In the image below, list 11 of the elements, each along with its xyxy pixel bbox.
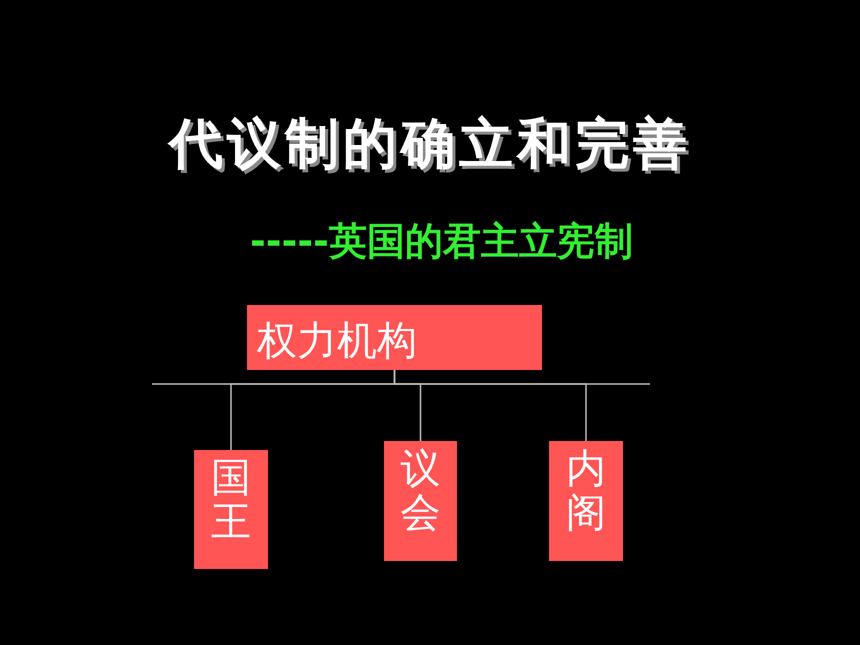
connector-line bbox=[394, 370, 587, 441]
box-label: 国王 bbox=[211, 456, 251, 547]
heading-box bbox=[247, 305, 542, 370]
slide-title: 代议制的确立和完善 bbox=[166, 111, 692, 177]
org-box bbox=[194, 450, 268, 569]
org-box bbox=[384, 441, 457, 561]
subtitle: -----英国的君主立宪制 bbox=[250, 218, 633, 265]
org-box bbox=[549, 441, 623, 561]
box-label: 权力机构 bbox=[257, 318, 417, 364]
box-label: 内阁 bbox=[566, 447, 606, 538]
box-label: 议会 bbox=[400, 447, 440, 538]
